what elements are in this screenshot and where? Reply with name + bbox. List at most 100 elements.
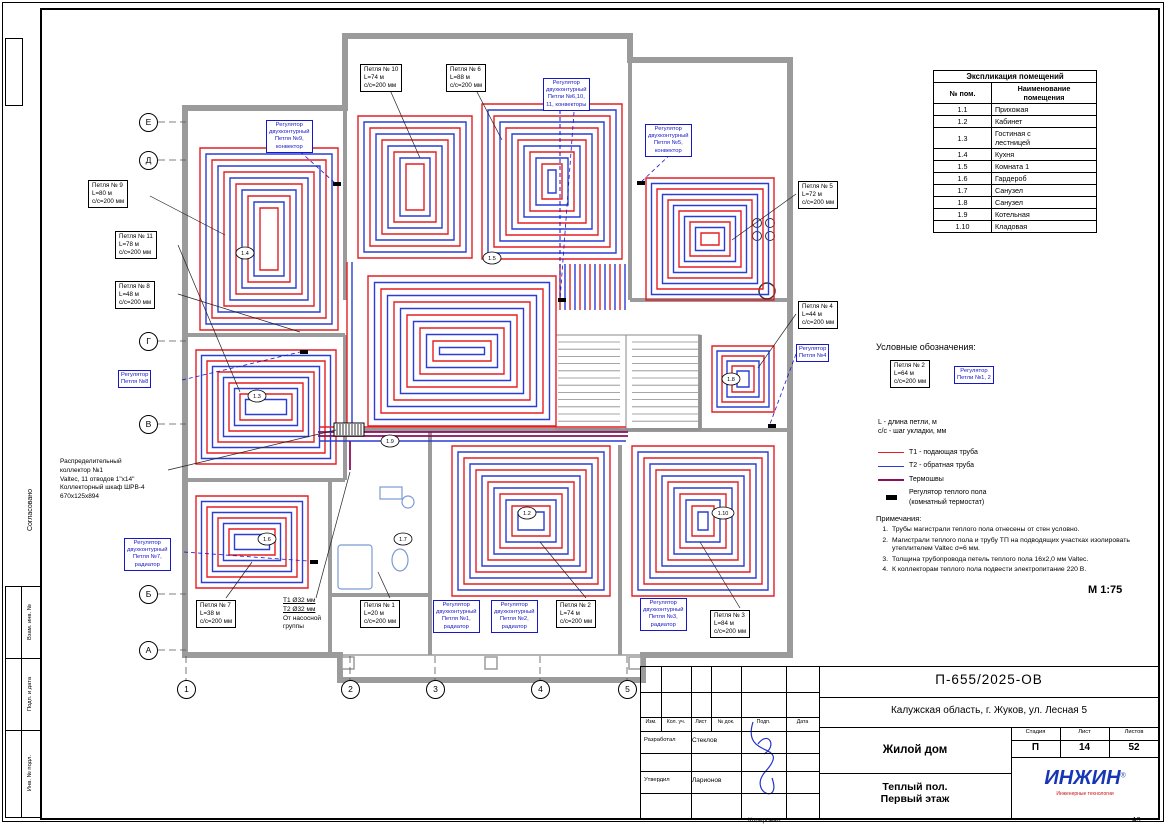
loop-step: с/с=200 мм bbox=[364, 618, 397, 626]
note-item: 4.К коллекторам теплого пола подвести эл… bbox=[882, 566, 1087, 574]
loop-step: с/с=200 мм bbox=[119, 249, 152, 257]
document-code: П-655/2025-ОВ bbox=[935, 672, 1043, 687]
t1-line-sample bbox=[878, 452, 904, 454]
reg-line: Регулятор bbox=[275, 122, 303, 128]
tb-col-list: Лист bbox=[695, 719, 707, 725]
loop-length: L=88 м bbox=[450, 74, 470, 82]
left-stamp-box-top bbox=[5, 38, 23, 106]
note-line: группы bbox=[283, 623, 304, 631]
loop-length: L=80 м bbox=[92, 190, 112, 198]
regulator-callout-6-10-11: Регулятор двухконтурный Петли №6,10, 11,… bbox=[543, 78, 590, 111]
loop-length: L=38 м bbox=[200, 610, 220, 618]
reg-line: Петля №5, bbox=[653, 140, 683, 147]
loop-length: L=74 м bbox=[560, 610, 580, 618]
thermostat-icon bbox=[885, 495, 897, 501]
reg-line: двухконтурный bbox=[494, 609, 535, 616]
table-title: Экспликация помещений bbox=[933, 70, 1097, 83]
t2-pipe-label: T2 Ø32 мм bbox=[283, 605, 316, 613]
reg-line: двухконтурный bbox=[436, 609, 477, 616]
utverd-name: Ларионов bbox=[692, 777, 722, 784]
loop-name: Петля № 5 bbox=[802, 183, 833, 190]
tb-col-podp: Подп. bbox=[756, 719, 771, 725]
loop-callout-7: Петля № 7 L=38 м с/с=200 мм bbox=[196, 600, 237, 629]
loop-name: Петля № 10 bbox=[364, 66, 399, 73]
svg-text:1.7: 1.7 bbox=[399, 537, 407, 543]
loop-callout-8: Петля № 8 L=48 м с/с=200 мм bbox=[115, 281, 156, 310]
reg-line: Регулятор bbox=[649, 600, 677, 606]
svg-text:1.5: 1.5 bbox=[488, 256, 496, 262]
regulator-callout-2: Регулятор двухконтурный Петля №2, радиат… bbox=[491, 600, 538, 633]
axis-row-B: Б bbox=[139, 585, 158, 604]
seams-line-sample bbox=[878, 478, 904, 481]
svg-text:1.2: 1.2 bbox=[523, 511, 531, 517]
reg-line: Регулятор bbox=[552, 80, 580, 86]
kopiroval-label: Копировал bbox=[748, 817, 781, 824]
reg-line: Регулятор bbox=[799, 346, 827, 352]
tb-line bbox=[786, 667, 787, 819]
tb-col-data: Дата bbox=[796, 719, 809, 725]
tb-col-izm: Изм. bbox=[645, 719, 657, 725]
svg-text:1.8: 1.8 bbox=[727, 377, 735, 383]
tb-line bbox=[641, 731, 819, 732]
reg-line: Петля №2, bbox=[499, 616, 529, 623]
reg-line: 11, конвекторы bbox=[546, 101, 587, 108]
axis-col-1: 1 bbox=[177, 680, 196, 699]
tb-col-dok: № док. bbox=[717, 719, 735, 725]
inv-podl-label: Инв. № подл. bbox=[27, 754, 33, 792]
reg-line: Регулятор bbox=[654, 126, 682, 132]
legend-lines: Т1 - подающая труба Т2 - обратная труба … bbox=[878, 444, 1068, 507]
tb-line bbox=[819, 697, 1159, 698]
tb-line bbox=[1060, 727, 1061, 757]
loop-step: с/с=200 мм bbox=[802, 319, 835, 327]
reg-legend-1: Регулятор теплого пола bbox=[909, 489, 987, 497]
loop-step: с/с=200 мм bbox=[92, 198, 125, 206]
reg-line: Петля №1, bbox=[441, 616, 471, 623]
reg-line: Регулятор bbox=[960, 368, 988, 374]
logo-registered-mark: ® bbox=[1120, 772, 1126, 780]
note-line: Valtec, 11 отводов 1"х14" bbox=[60, 475, 135, 483]
notes-title: Примечания: bbox=[876, 514, 922, 523]
supply-note: T1 Ø32 мм T2 Ø32 мм От насосной группы bbox=[283, 597, 321, 632]
reg-line: двухконтурный bbox=[269, 129, 310, 136]
stage-label: Стадия bbox=[1025, 729, 1046, 735]
loop-length: L=84 м bbox=[714, 620, 734, 628]
reg-line: Регулятор bbox=[442, 602, 470, 608]
loop-callout-6: Петля № 6 L=88 м с/с=200 мм bbox=[446, 64, 487, 93]
reg-line: радиатор bbox=[650, 621, 676, 628]
loop-step: с/с=200 мм bbox=[802, 199, 835, 207]
loop-length: L=64 м bbox=[894, 370, 914, 378]
axis-col-4: 4 bbox=[531, 680, 550, 699]
tb-line bbox=[641, 793, 819, 794]
loop-callout-1: Петля № 1 L=20 м с/с=200 мм bbox=[360, 600, 401, 629]
loop-callout-4: Петля № 4 L=44 м с/с=200 мм bbox=[798, 301, 839, 330]
regulator-callout-1: Регулятор двухконтурный Петля №1, радиат… bbox=[433, 600, 480, 633]
svg-text:1.3: 1.3 bbox=[253, 394, 261, 400]
podp-data-label: Подп. и дата bbox=[27, 676, 33, 712]
scale-label: М 1:75 bbox=[1088, 584, 1123, 596]
loop-step: с/с=200 мм bbox=[450, 82, 483, 90]
note-item: 2.Магистрали теплого пола и трубу ТП на … bbox=[882, 536, 1130, 553]
reg-line: Регулятор bbox=[121, 372, 149, 378]
note-line: Распределительный bbox=[60, 458, 122, 465]
tb-line bbox=[711, 667, 712, 731]
razrab-name: Стеклов bbox=[692, 737, 718, 744]
loop-name: Петля № 4 bbox=[802, 303, 833, 310]
t1-label: Т1 - подающая труба bbox=[909, 449, 978, 456]
regulator-callout-5: Регулятор двухконтурный Петля №5, конвек… bbox=[645, 124, 692, 157]
axis-col-5: 5 bbox=[618, 680, 637, 699]
soglasovano-label-box: Согласовано bbox=[24, 455, 38, 570]
loop-name: Петля № 2 bbox=[894, 362, 925, 369]
loop-name: Петля № 3 bbox=[714, 612, 745, 619]
reg-line: Петли №6,10, bbox=[547, 94, 585, 101]
tb-line bbox=[819, 773, 1011, 774]
seams-label: Термошвы bbox=[909, 475, 944, 483]
axis-col-2: 2 bbox=[341, 680, 360, 699]
tb-line bbox=[1011, 757, 1159, 758]
note-item: 3.Толщина трубопровода петель теплого по… bbox=[882, 555, 1089, 563]
legend-def-s: с/с - шаг укладки, мм bbox=[878, 428, 947, 436]
legend-title: Условные обозначения: bbox=[876, 342, 976, 352]
